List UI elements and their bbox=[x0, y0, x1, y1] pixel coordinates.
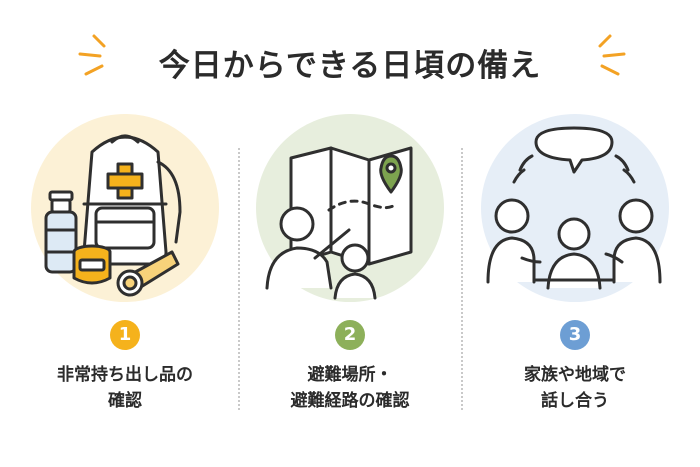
panel-1: 1 非常持ち出し品の 確認 bbox=[20, 112, 230, 422]
family-discussion-icon bbox=[481, 114, 669, 302]
panel-3: 3 家族や地域で 話し合う bbox=[470, 112, 680, 422]
emergency-backpack-icon bbox=[31, 114, 219, 302]
divider-left bbox=[238, 148, 240, 410]
badge-2: 2 bbox=[335, 320, 365, 350]
badge-3: 3 bbox=[560, 320, 590, 350]
badge-1: 1 bbox=[110, 320, 140, 350]
caption-1-line1: 非常持ち出し品の bbox=[57, 365, 193, 385]
panel-2: 2 避難場所・ 避難経路の確認 bbox=[245, 112, 455, 422]
caption-2-line1: 避難場所・ bbox=[307, 365, 393, 385]
title-area: 今日からできる日頃の備え bbox=[0, 32, 700, 84]
caption-2: 避難場所・ 避難経路の確認 bbox=[245, 362, 455, 414]
evacuation-map-icon bbox=[256, 114, 444, 302]
caption-3: 家族や地域で 話し合う bbox=[470, 362, 680, 414]
caption-3-line2: 話し合う bbox=[541, 391, 609, 411]
caption-2-line2: 避難経路の確認 bbox=[290, 391, 410, 411]
left-burst-icon bbox=[78, 34, 106, 76]
caption-3-line1: 家族や地域で bbox=[524, 365, 626, 385]
right-burst-icon bbox=[598, 34, 626, 76]
divider-right bbox=[461, 148, 463, 410]
caption-1: 非常持ち出し品の 確認 bbox=[20, 362, 230, 414]
caption-1-line2: 確認 bbox=[108, 391, 142, 411]
page-title: 今日からできる日頃の備え bbox=[158, 48, 542, 84]
